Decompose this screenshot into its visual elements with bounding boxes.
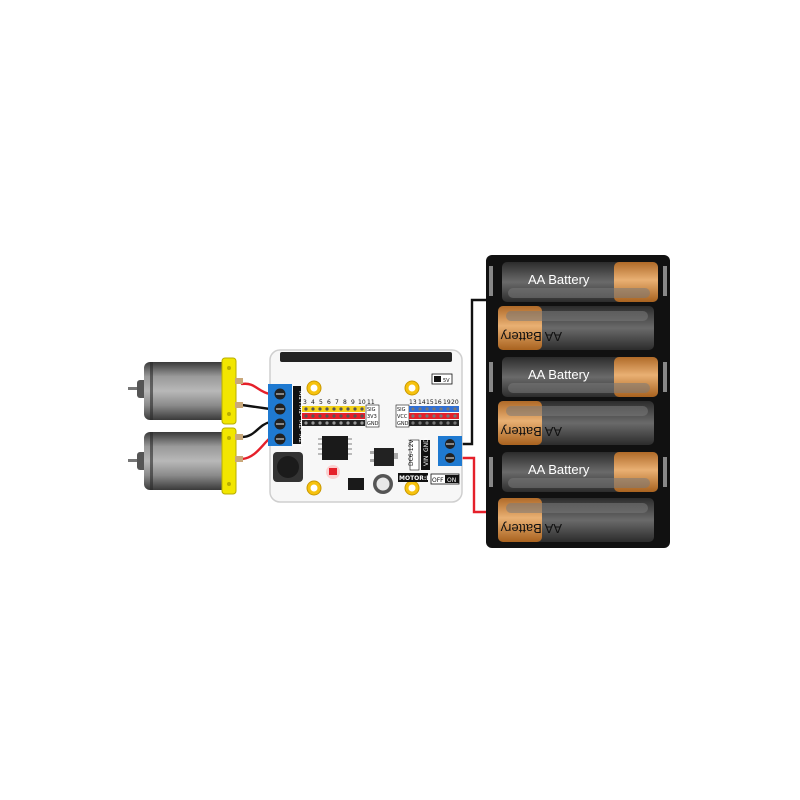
motor-label: M1+ xyxy=(297,391,304,405)
pin-number: 11 xyxy=(367,399,375,406)
motor-screw-terminal xyxy=(268,384,292,446)
pin-number: 15 xyxy=(426,399,434,406)
rail-label: 3V3 xyxy=(367,414,377,420)
battery-contact xyxy=(489,266,493,296)
dc-motor-2 xyxy=(128,427,243,495)
battery-contact xyxy=(663,457,667,487)
motor1-red-wire xyxy=(240,382,272,396)
power-screw-terminal xyxy=(438,436,462,466)
power-led xyxy=(326,465,340,479)
pin-number: 20 xyxy=(451,399,459,406)
rail-label: SIG xyxy=(397,407,406,413)
battery-label: AA Battery xyxy=(528,272,590,287)
pin-number: 7 xyxy=(335,399,339,406)
pin-number: 16 xyxy=(434,399,442,406)
power-switch[interactable]: OFF ON xyxy=(430,473,460,485)
corner-label: 5V xyxy=(443,378,450,384)
pin-number: 10 xyxy=(358,399,366,406)
rail-labels-left: SIG 3V3 GND xyxy=(365,404,380,428)
pin-number: 8 xyxy=(343,399,347,406)
battery-holder: AA Battery AA Battery AA Battery AA Batt… xyxy=(486,255,670,548)
voltage-regulator xyxy=(370,448,398,466)
battery-contact xyxy=(489,362,493,392)
header-pins-right xyxy=(409,406,459,426)
rail-label: GND xyxy=(367,421,379,427)
dc-motor-1 xyxy=(128,357,243,425)
gnd-label: GND xyxy=(423,438,430,452)
buzzer xyxy=(273,452,303,482)
wires xyxy=(240,298,490,514)
motor-label: M2- xyxy=(297,420,304,431)
battery-label: AA Battery xyxy=(528,462,590,477)
motor-label: M1- xyxy=(297,405,304,416)
battery-label: AA Battery xyxy=(500,521,562,536)
battery-black-wire xyxy=(460,298,490,446)
pin-number: 9 xyxy=(351,399,355,406)
battery-label: AA Battery xyxy=(528,367,590,382)
board-name: MOTOR:BIT xyxy=(399,475,438,482)
switch-on-label: ON xyxy=(447,477,456,484)
motor2-red-wire xyxy=(240,436,272,461)
pin-number: 19 xyxy=(443,399,451,406)
battery-contact xyxy=(663,362,667,392)
driver-chip xyxy=(318,436,352,460)
battery-cell-6: AA Battery xyxy=(498,498,654,542)
battery-cell-2: AA Battery xyxy=(498,306,654,350)
vin-label: VIN xyxy=(423,456,430,466)
edge-connector-slot xyxy=(280,352,452,362)
pin-numbers-left: 3 4 5 6 7 8 9 10 11 xyxy=(303,399,375,406)
battery-label: AA Battery xyxy=(500,329,562,344)
battery-cell-1: AA Battery xyxy=(502,262,658,302)
pin-number: 4 xyxy=(311,399,315,406)
rail-label: VCC xyxy=(397,414,408,420)
battery-contact xyxy=(489,457,493,487)
small-ic xyxy=(348,478,364,490)
motor-label: M2+ xyxy=(297,434,304,448)
rail-labels-right: SIG VCC GND xyxy=(395,404,410,428)
pin-number: 6 xyxy=(327,399,331,406)
motor1-black-wire xyxy=(240,403,272,411)
battery-cell-5: AA Battery xyxy=(502,452,658,492)
voltage-selector: 5V xyxy=(431,373,453,385)
battery-red-wire xyxy=(460,456,490,514)
pin-number: 3 xyxy=(303,399,307,406)
pin-number: 5 xyxy=(319,399,323,406)
motor2-black-wire xyxy=(240,420,272,439)
switch-off-label: OFF xyxy=(432,477,444,484)
pin-number: 13 xyxy=(409,399,417,406)
pin-number: 14 xyxy=(418,399,426,406)
pin-numbers-right: 13 14 15 16 19 20 xyxy=(409,399,459,406)
rail-label: GND xyxy=(397,421,409,427)
battery-cell-4: AA Battery xyxy=(498,401,654,445)
battery-cell-3: AA Battery xyxy=(502,357,658,397)
capacitor xyxy=(373,474,393,494)
motor-driver-board: M1+ M1- M2- M2+ 3 4 5 6 7 8 9 10 11 xyxy=(268,349,463,503)
power-voltage-label: DC6-12V xyxy=(408,439,415,466)
motor-labels: M1+ M1- M2- M2+ xyxy=(293,386,304,448)
rail-label: SIG xyxy=(367,407,376,413)
battery-label: AA Battery xyxy=(500,424,562,439)
header-pins-left xyxy=(302,406,365,426)
power-labels: DC6-12V VIN GND xyxy=(408,438,430,471)
battery-contact xyxy=(663,266,667,296)
